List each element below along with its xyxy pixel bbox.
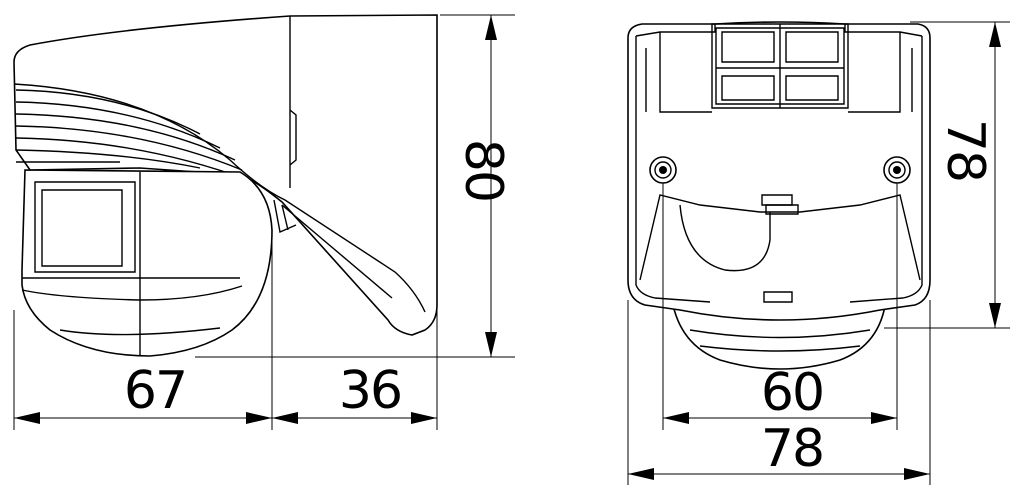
- side-view: [13, 14, 515, 430]
- dim-side-height: 80: [453, 15, 513, 357]
- front-connector-block: [711, 23, 849, 109]
- front-mounting-hole-left: [649, 156, 677, 184]
- front-mounting-hole-right: [883, 156, 911, 184]
- front-view: [627, 21, 1010, 485]
- dim-front-height: 78: [935, 22, 1001, 328]
- dim-side-widths: 67 36: [14, 361, 437, 424]
- dim-label-36: 36: [339, 361, 401, 421]
- dim-label-78-width: 78: [761, 419, 823, 479]
- dim-label-80: 80: [453, 139, 513, 201]
- dim-label-78-height: 78: [935, 119, 995, 181]
- side-sensor-head: [21, 169, 273, 357]
- side-ribs: [15, 89, 249, 181]
- dim-label-67: 67: [124, 361, 186, 421]
- dim-front-holes: 60: [663, 363, 897, 424]
- dim-front-width: 78: [628, 419, 930, 480]
- dim-label-60: 60: [761, 363, 823, 423]
